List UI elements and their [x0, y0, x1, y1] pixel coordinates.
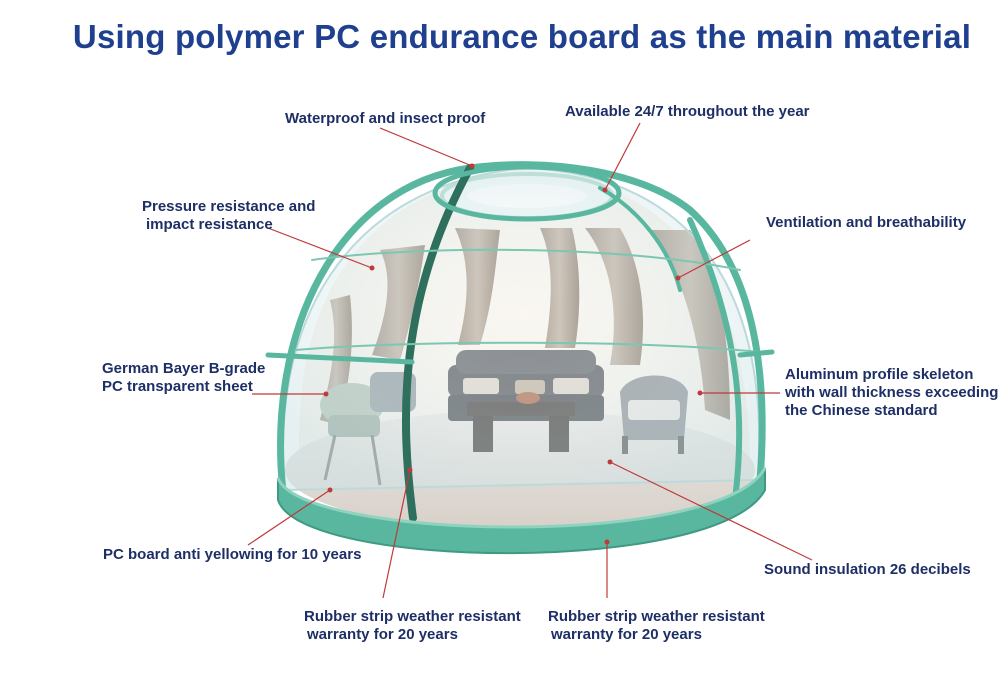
label-ventilation: Ventilation and breathability [766, 214, 967, 231]
label-waterproof: Waterproof and insect proof [285, 110, 486, 127]
label-anti-yellow: PC board anti yellowing for 10 years [103, 546, 362, 563]
label-sound: Sound insulation 26 decibels [764, 561, 971, 578]
leader-anti-yellow [247, 489, 331, 546]
leader-waterproof [379, 127, 473, 167]
label-aluminum: Aluminum profile skeleton with wall thic… [785, 366, 999, 419]
label-available: Available 24/7 throughout the year [565, 103, 810, 120]
leader-lines [247, 122, 813, 599]
leader-sound [609, 461, 813, 561]
page-title: Using polymer PC endurance board as the … [72, 18, 972, 55]
leader-available [604, 122, 641, 191]
label-rubber-right: Rubber strip weather resistant warranty … [548, 608, 765, 643]
label-rubber-left: Rubber strip weather resistant warranty … [304, 608, 521, 643]
leader-pressure [267, 227, 373, 269]
label-pressure: Pressure resistance and impact resistanc… [142, 198, 316, 233]
leader-rubber-left [382, 469, 411, 599]
leader-ventilation [677, 239, 751, 279]
label-bayer: German Bayer B-grade PC transparent shee… [102, 360, 266, 395]
leader-dots [323, 163, 703, 545]
glass-shell [282, 166, 761, 492]
